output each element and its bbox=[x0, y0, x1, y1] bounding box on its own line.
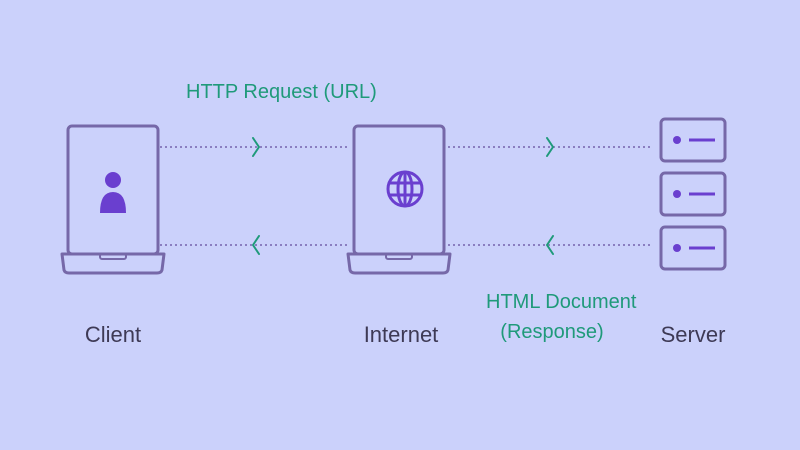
response-label-line1: HTML Document bbox=[486, 291, 637, 313]
chevron-right-icon bbox=[252, 137, 260, 157]
user-icon bbox=[100, 172, 126, 213]
server-unit bbox=[659, 117, 727, 163]
internet-laptop-icon bbox=[346, 124, 452, 275]
internet-label: Internet bbox=[363, 322, 439, 347]
chevron-left-icon bbox=[252, 235, 260, 255]
globe-icon bbox=[386, 170, 424, 208]
response-label-line2: (Response) bbox=[500, 321, 604, 343]
server-unit bbox=[659, 171, 727, 217]
server-label: Server bbox=[660, 322, 726, 347]
chevron-left-icon bbox=[546, 235, 554, 255]
server-unit bbox=[659, 225, 727, 271]
client-label: Client bbox=[84, 322, 142, 347]
response-label: HTML Document (Response) bbox=[486, 290, 637, 344]
server-stack-icon bbox=[659, 117, 727, 271]
chevron-right-icon bbox=[546, 137, 554, 157]
request-connectors bbox=[160, 146, 650, 246]
client-laptop-icon bbox=[60, 124, 166, 275]
request-label: HTTP Request (URL) bbox=[186, 81, 377, 103]
